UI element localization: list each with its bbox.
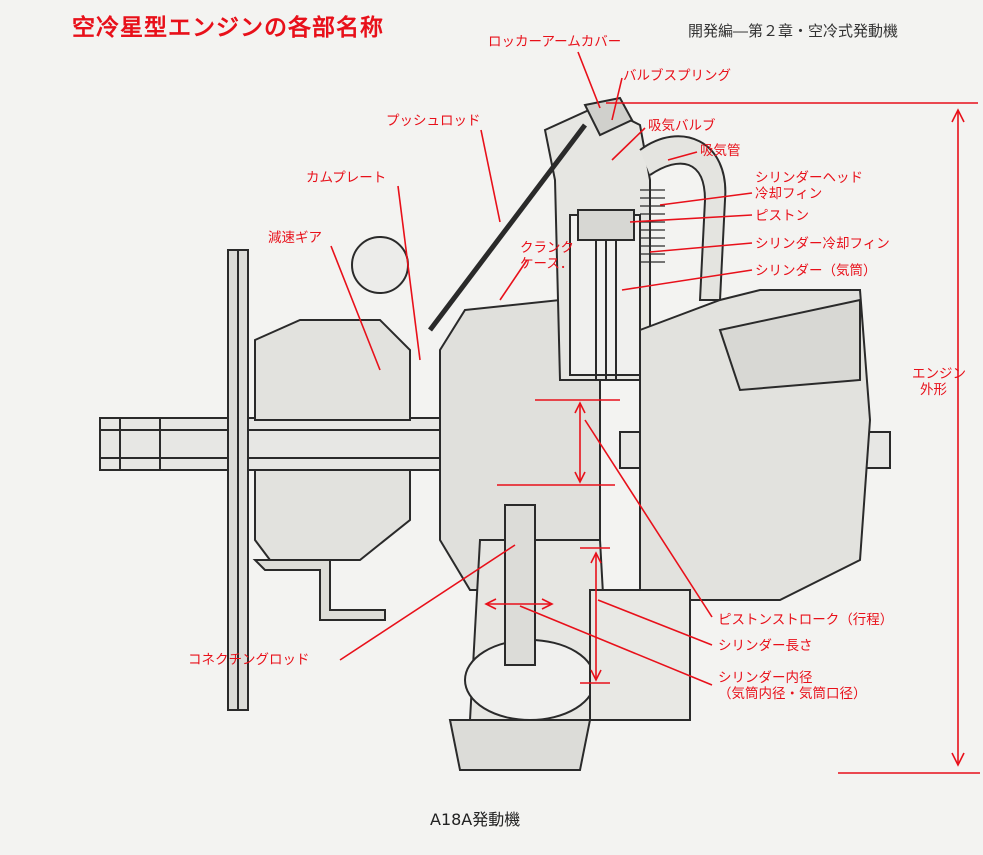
label-intake-pipe: 吸気管 (700, 143, 741, 159)
engine-outline (99, 96, 891, 771)
label-cylinder-length: シリンダー長さ (718, 638, 813, 654)
label-cylinder-bore: シリンダー内径 (718, 670, 813, 686)
label-intake-valve: 吸気バルブ (648, 118, 716, 134)
label-cylinder-head: シリンダーヘッド (755, 170, 863, 186)
label-connecting-rod: コネクチングロッド (188, 652, 310, 668)
label-cylinder: シリンダー（気筒） (755, 263, 877, 279)
label-push-rod: プッシュロッド (386, 113, 481, 129)
label-piston-stroke: ピストンストローク（行程） (718, 612, 894, 628)
chapter-header: 開発編―第２章・空冷式発動機 (688, 22, 899, 40)
page-title: 空冷星型エンジンの各部名称 (72, 15, 384, 41)
label-crankcase-2: ケース． (520, 256, 574, 272)
label-cylinder-bore-detail: （気筒内径・気筒口径） (718, 686, 867, 702)
label-engine-size-1: エンジン (912, 366, 966, 382)
label-cylinder-head-fin: 冷却フィン (755, 186, 823, 202)
label-cam-plate: カムプレート (306, 170, 387, 186)
label-crankcase-1: クランク (520, 240, 574, 256)
label-valve-spring: バルブスプリング (623, 68, 731, 84)
figure-caption: A18A発動機 (430, 810, 521, 829)
label-reduction-gear: 減速ギア (268, 230, 322, 246)
label-cylinder-fin: シリンダー冷却フィン (755, 236, 890, 252)
label-rocker-arm-cover: ロッカーアームカバー (488, 34, 622, 50)
label-piston: ピストン (755, 208, 809, 224)
label-engine-size-2: 外形 (920, 382, 947, 398)
leader-lines (330, 51, 980, 774)
